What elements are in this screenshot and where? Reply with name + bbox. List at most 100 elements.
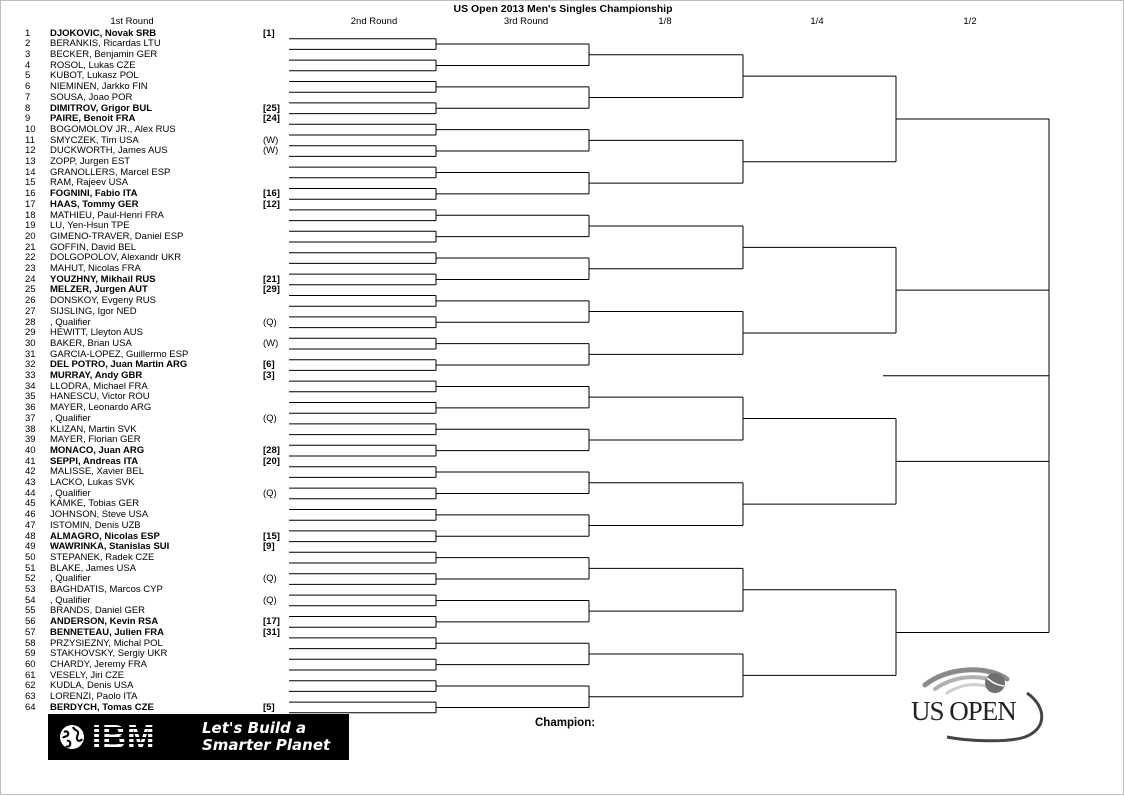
player-name: DIMITROV, Grigor BUL [50, 102, 153, 114]
player-name: MAYER, Leonardo ARG [50, 402, 152, 414]
player-number: 45 [25, 498, 36, 510]
player-name: LU, Yen-Hsun TPE [50, 220, 130, 232]
player-number: 46 [25, 509, 36, 521]
player-seed: [6] [263, 359, 275, 371]
round-header-r16: 1/8 [658, 16, 672, 27]
player-number: 61 [25, 669, 36, 681]
player-number: 53 [25, 584, 36, 595]
player-number: 60 [25, 658, 36, 670]
player-number: 47 [25, 519, 36, 531]
sponsor-logo: IBM Let's Build a Smarter Planet [48, 714, 349, 760]
player-number: 39 [25, 434, 36, 446]
player-name: HEWITT, Lleyton AUS [50, 327, 143, 339]
player-name: BAKER, Brian USA [50, 337, 132, 349]
player-number: 30 [25, 337, 36, 349]
player-name: BECKER, Benjamin GER [50, 49, 158, 60]
player-number: 17 [25, 198, 36, 210]
round-header-qf: 1/4 [810, 16, 824, 27]
player-name: PRZYSIEZNY, Michal POL [50, 637, 163, 649]
player-name: ISTOMIN, Denis UZB [50, 519, 141, 531]
player-number: 36 [25, 402, 36, 414]
player-seed: [3] [263, 370, 275, 381]
player-name: MAHUT, Nicolas FRA [50, 263, 141, 274]
player-name: MELZER, Jurgen AUT [50, 284, 148, 296]
player-number: 6 [25, 81, 31, 93]
player-name: MATHIEU, Paul-Henri FRA [50, 209, 164, 221]
player-seed: [20] [263, 455, 280, 467]
player-name: CHARDY, Jeremy FRA [50, 658, 147, 670]
player-name: LACKO, Lukas SVK [50, 477, 135, 488]
player-number: 55 [25, 605, 36, 617]
player-number: 59 [25, 648, 36, 660]
player-name: SIJSLING, Igor NED [50, 305, 137, 317]
player-number: 44 [25, 487, 36, 499]
player-number: 14 [25, 166, 36, 178]
player-name: , Qualifier [50, 316, 91, 328]
player-name: DONSKOY, Evgeny RUS [50, 295, 156, 307]
player-number: 7 [25, 91, 31, 103]
sponsor-wordmark: IBM [92, 718, 156, 755]
player-name: MALISSE, Xavier BEL [50, 466, 144, 478]
player-name: ANDERSON, Kevin RSA [50, 616, 159, 628]
player-number: 20 [25, 230, 36, 242]
player-number: 35 [25, 391, 36, 403]
page-title: US Open 2013 Men's Singles Championship [453, 3, 673, 15]
player-number: 54 [25, 594, 36, 606]
player-name: GRANOLLERS, Marcel ESP [50, 166, 171, 178]
player-number: 33 [25, 370, 36, 381]
player-name: MONACO, Juan ARG [50, 444, 145, 456]
player-number: 40 [25, 444, 36, 456]
player-number: 31 [25, 348, 36, 360]
player-name: BERANKIS, Ricardas LTU [50, 38, 161, 50]
player-seed: [25] [263, 102, 280, 114]
player-number: 3 [25, 49, 31, 60]
sponsor-tagline: Let's Build a Smarter Planet [202, 720, 330, 754]
player-number: 4 [25, 59, 31, 71]
round-header-2nd: 2nd Round [350, 16, 398, 27]
player-name: ZOPP, Jurgen EST [50, 156, 131, 167]
player-name: DJOKOVIC, Novak SRB [50, 27, 157, 39]
player-number: 27 [25, 305, 36, 317]
player-number: 19 [25, 220, 36, 232]
player-number: 16 [25, 188, 36, 200]
player-number: 15 [25, 177, 36, 189]
player-number: 58 [25, 637, 36, 649]
flaming-ball-icon [922, 667, 1044, 743]
player-number: 12 [25, 145, 36, 157]
player-number: 22 [25, 252, 36, 264]
player-number: 28 [25, 316, 36, 328]
player-name: DOLGOPOLOV, Alexandr UKR [50, 252, 182, 264]
player-seed: [12] [263, 198, 280, 210]
player-name: GOFFIN, David BEL [50, 241, 137, 253]
player-name: LLODRA, Michael FRA [50, 380, 148, 392]
player-name: WAWRINKA, Stanislas SUI [50, 541, 170, 553]
player-number: 57 [25, 626, 36, 638]
player-number: 50 [25, 551, 36, 563]
player-number: 2 [25, 38, 31, 50]
player-name: BAGHDATIS, Marcos CYP [50, 584, 163, 595]
player-number: 37 [25, 412, 36, 424]
player-number: 9 [25, 113, 31, 125]
player-seed: (Q) [263, 573, 277, 585]
player-name: VESELY, Jiri CZE [50, 669, 125, 681]
player-name: HAAS, Tommy GER [50, 198, 139, 210]
player-name: FOGNINI, Fabio ITA [50, 188, 138, 200]
player-number: 64 [25, 701, 36, 713]
player-name: MAYER, Florian GER [50, 434, 141, 446]
player-number: 43 [25, 477, 36, 488]
player-seed: [15] [263, 530, 280, 542]
player-number: 13 [25, 156, 36, 167]
player-number: 21 [25, 241, 36, 253]
player-seed: [24] [263, 113, 280, 125]
player-number: 48 [25, 530, 36, 542]
player-name: STEPANEK, Radek CZE [50, 551, 155, 563]
player-number: 34 [25, 380, 36, 392]
player-seed: [29] [263, 284, 280, 296]
player-name: RAM, Rajeev USA [50, 177, 129, 189]
player-number: 62 [25, 680, 36, 692]
player-seed: [1] [263, 27, 275, 39]
player-name: , Qualifier [50, 573, 91, 585]
sponsor-tagline-line-1: Let's Build a [202, 719, 307, 737]
player-name: PAIRE, Benoit FRA [50, 113, 136, 125]
